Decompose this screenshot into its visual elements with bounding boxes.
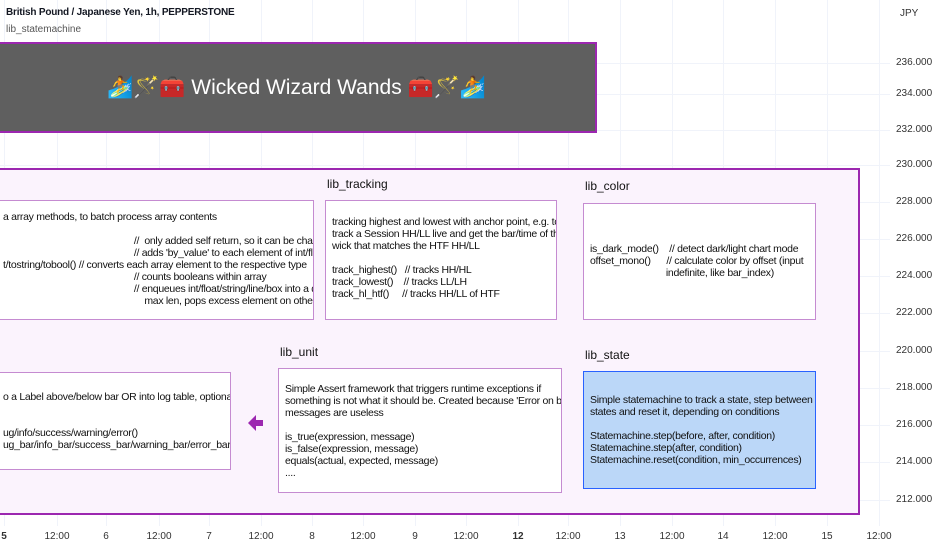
time-tick: 9 (412, 531, 418, 542)
time-tick: 12:00 (659, 531, 685, 542)
price-tick: 230.000 (896, 159, 932, 170)
time-tick: 12:00 (453, 531, 479, 542)
lib-array-box: a array methods, to batch process array … (0, 200, 314, 320)
time-tick: 12:00 (555, 531, 581, 542)
lib-tracking-label: lib_tracking (327, 177, 388, 191)
lib-unit-box: Simple Assert framework that triggers ru… (278, 368, 562, 493)
title-banner: 🏄🪄🧰 Wicked Wizard Wands 🧰🪄🏄 (0, 42, 597, 133)
price-tick: 218.000 (896, 382, 932, 393)
price-tick: 212.000 (896, 494, 932, 505)
time-tick: 12:00 (866, 531, 892, 542)
lib-color-label: lib_color (585, 179, 630, 193)
time-tick: 15 (821, 531, 833, 542)
time-tick: 13 (614, 531, 626, 542)
time-tick: 12:00 (762, 531, 788, 542)
time-tick: 8 (309, 531, 315, 542)
time-tick: 12:00 (44, 531, 70, 542)
time-tick: 14 (717, 531, 729, 542)
time-tick: 12:00 (350, 531, 376, 542)
lib-unit-label: lib_unit (280, 345, 319, 359)
lib-tracking-box: tracking highest and lowest with anchor … (325, 200, 557, 320)
time-tick: 6 (103, 531, 109, 542)
time-tick: 7 (206, 531, 212, 542)
arrow-left-icon (248, 415, 256, 431)
price-tick: 216.000 (896, 419, 932, 430)
grid-line-v (879, 0, 880, 526)
price-tick: 236.000 (896, 57, 932, 68)
price-tick: 214.000 (896, 456, 932, 467)
price-tick: 228.000 (896, 196, 932, 207)
lib-state-label: lib_state (585, 348, 630, 362)
lib-color-box: is_dark_mode() // detect dark/light char… (583, 203, 816, 320)
banner-title: Wicked Wizard Wands (191, 75, 402, 99)
price-tick: 224.000 (896, 270, 932, 281)
price-tick: 226.000 (896, 233, 932, 244)
grid-line-h (0, 165, 890, 166)
time-tick: 12:00 (248, 531, 274, 542)
emoji-icons-left: 🏄🪄🧰 (106, 75, 186, 99)
lib-state-box: Simple statemachine to track a state, st… (583, 371, 816, 489)
price-tick: 232.000 (896, 124, 932, 135)
time-tick: 5 (1, 531, 7, 542)
arrow-shaft (255, 420, 263, 426)
price-tick: 234.000 (896, 88, 932, 99)
symbol-title[interactable]: British Pound / Japanese Yen, 1h, PEPPER… (6, 7, 235, 18)
price-tick: 220.000 (896, 345, 932, 356)
indicator-name[interactable]: lib_statemachine (6, 24, 82, 35)
time-tick: 12 (512, 531, 524, 542)
lib-logging-box: o a Label above/below bar OR into log ta… (0, 372, 231, 470)
time-tick: 12:00 (146, 531, 172, 542)
emoji-icons-right: 🧰🪄🏄 (407, 75, 487, 99)
currency-label: JPY (900, 8, 919, 19)
price-tick: 222.000 (896, 307, 932, 318)
